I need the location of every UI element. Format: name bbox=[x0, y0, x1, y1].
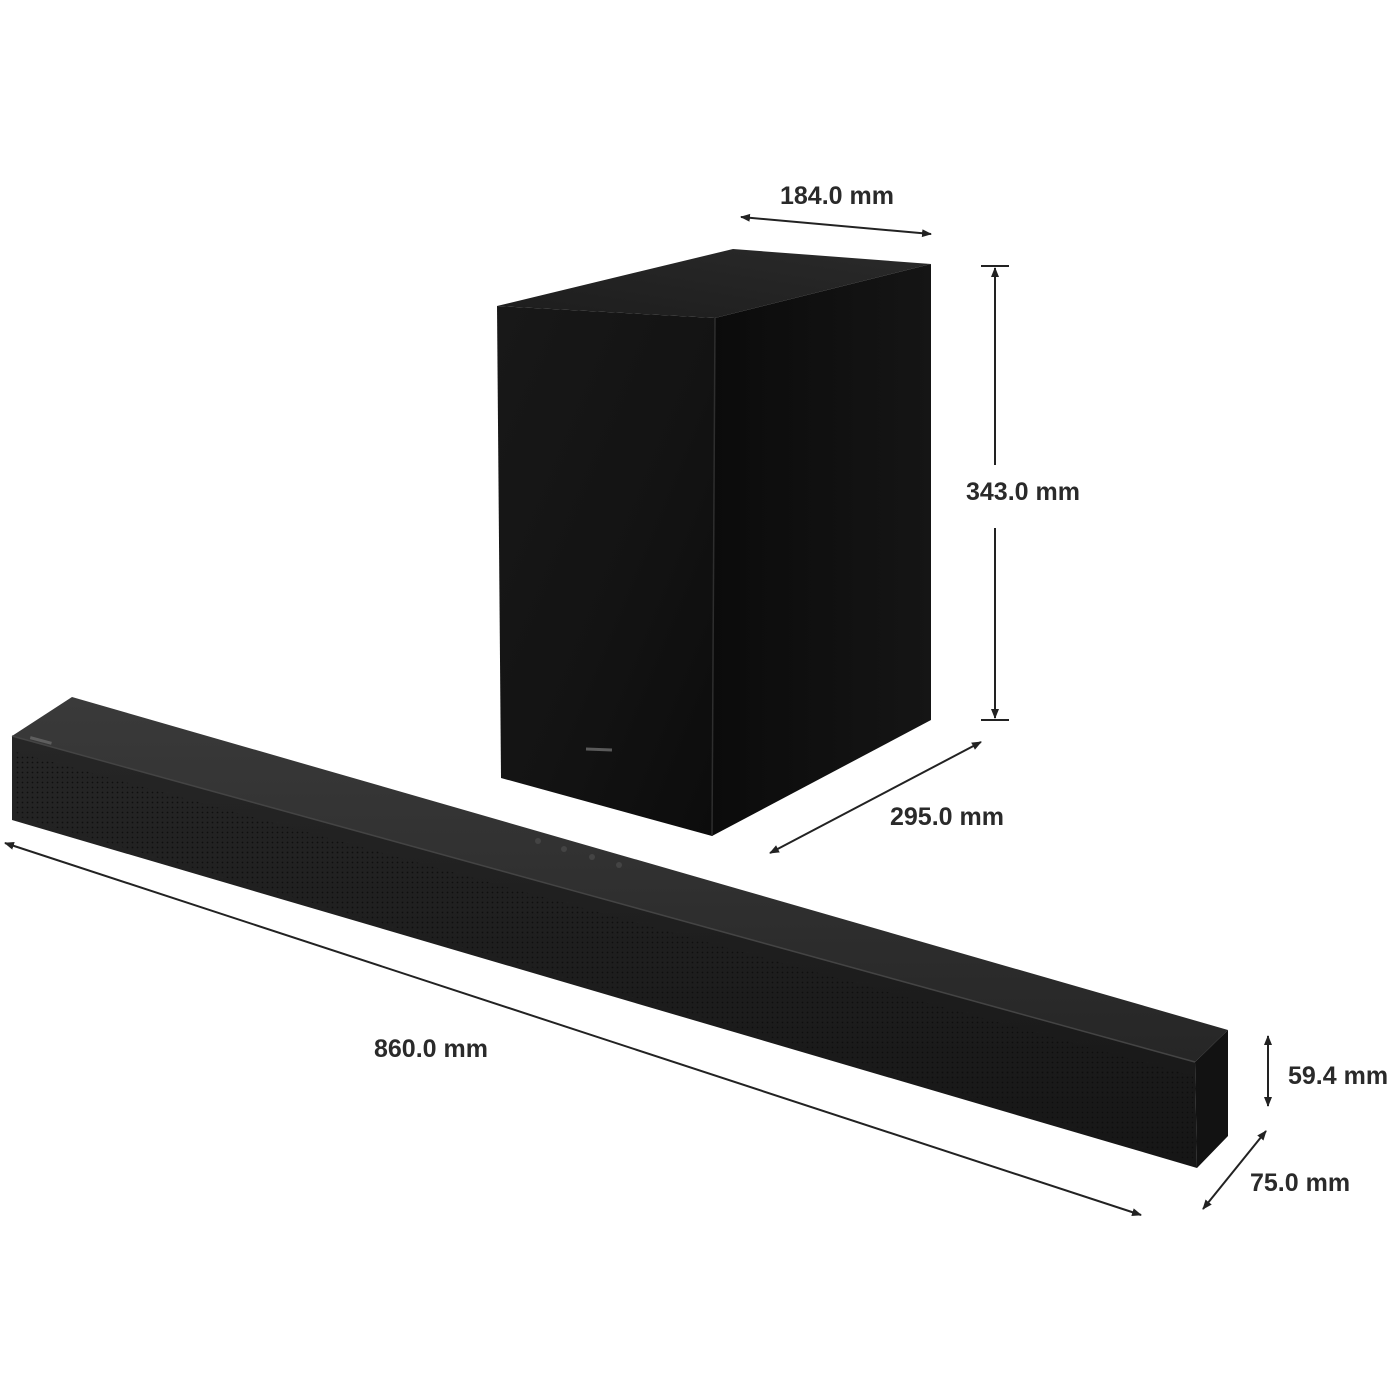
soundbar-grille bbox=[16, 752, 1195, 1162]
subwoofer-logo bbox=[585, 747, 613, 752]
subwoofer-top-face bbox=[497, 249, 931, 318]
subwoofer-front-edge bbox=[711, 317, 716, 837]
soundbar-button bbox=[589, 854, 595, 860]
soundbar-button bbox=[535, 838, 541, 844]
soundbar-length-arrow bbox=[4, 841, 1142, 1217]
subwoofer-width-arrow bbox=[740, 213, 932, 238]
soundbar-logo bbox=[29, 736, 52, 745]
subwoofer-height-label: 343.0 mm bbox=[966, 478, 1080, 506]
soundbar-depth-arrow bbox=[1202, 1130, 1267, 1210]
soundbar-depth-label: 75.0 mm bbox=[1250, 1169, 1350, 1197]
subwoofer-front-face bbox=[497, 306, 715, 836]
subwoofer-depth-label: 295.0 mm bbox=[890, 803, 1004, 831]
soundbar-button bbox=[561, 846, 567, 852]
soundbar-length-label: 860.0 mm bbox=[374, 1035, 488, 1063]
subwoofer-depth-arrow bbox=[769, 741, 982, 854]
subwoofer-width-label: 184.0 mm bbox=[780, 182, 894, 210]
dimension-lines bbox=[4, 213, 1272, 1217]
subwoofer-side-face bbox=[712, 264, 931, 836]
subwoofer bbox=[497, 249, 931, 837]
soundbar-height-label: 59.4 mm bbox=[1288, 1062, 1388, 1090]
soundbar-button bbox=[616, 862, 622, 868]
